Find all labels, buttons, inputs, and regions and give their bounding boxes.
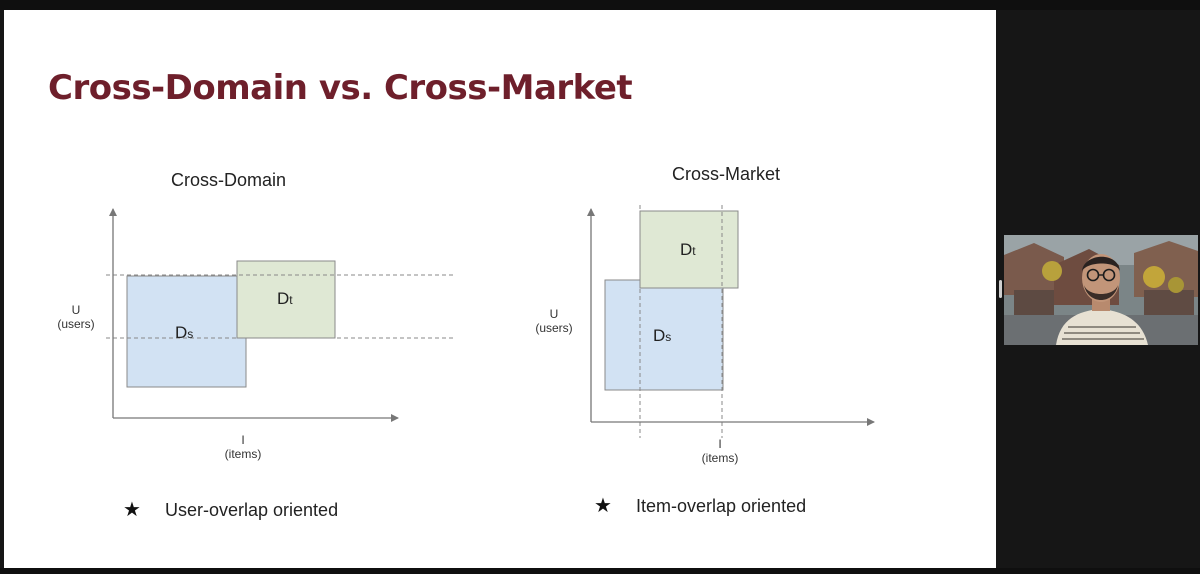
star-icon: ★ [594, 493, 612, 517]
cross-domain-target-sub: t [289, 293, 293, 307]
cross-market-target-label: Dt [680, 240, 696, 260]
cross-domain-x-axis-name: I [241, 433, 245, 447]
cross-market-target-main: D [680, 240, 693, 259]
cross-domain-y-axis-unit: (users) [57, 317, 95, 331]
cross-domain-source-label: Ds [175, 323, 193, 343]
cross-market-x-axis-name: I [718, 437, 722, 451]
cross-market-bullet: ★ Item-overlap oriented [594, 493, 806, 517]
bottom-bar [0, 568, 1200, 574]
cross-market-x-axis-unit: (items) [701, 451, 739, 465]
cross-market-source-sub: s [665, 330, 672, 344]
cross-domain-y-axis-name: U [71, 303, 81, 317]
cross-market-source-set [604, 279, 724, 391]
star-icon: ★ [123, 497, 141, 521]
top-bar [0, 0, 1200, 10]
cross-domain-source-main: D [175, 323, 188, 342]
slide-title: Cross-Domain vs. Cross-Market [48, 68, 633, 108]
cross-market-y-axis-label: U (users) [532, 307, 576, 335]
cross-domain-x-axis-unit: (items) [224, 447, 262, 461]
cross-domain-bullet-text: User-overlap oriented [165, 500, 339, 520]
overlap-diagrams [106, 205, 875, 438]
cross-market-y-axis-name: U [549, 307, 559, 321]
cross-market-bullet-text: Item-overlap oriented [636, 496, 807, 516]
cross-domain-source-sub: s [187, 327, 194, 341]
cross-market-y-axis-unit: (users) [535, 321, 573, 335]
cross-domain-y-axis-label: U (users) [54, 303, 98, 331]
participant-video-tile[interactable] [1004, 235, 1198, 345]
cross-market-source-main: D [653, 326, 666, 345]
cross-domain-x-axis-label: I (items) [216, 433, 270, 461]
cross-market-heading: Cross-Market [672, 164, 781, 184]
cross-domain-target-main: D [277, 289, 290, 308]
cross-market-x-axis-label: I (items) [693, 437, 747, 465]
panel-resize-handle[interactable] [999, 280, 1002, 298]
cross-domain-target-set [236, 260, 336, 339]
cross-domain-bullet: ★ User-overlap oriented [123, 497, 338, 521]
cross-market-target-sub: t [692, 244, 696, 258]
cross-domain-heading: Cross-Domain [171, 170, 287, 190]
cross-market-source-label: Ds [653, 326, 671, 346]
participant-video-frame [1004, 235, 1198, 345]
shared-slide: Cross-Domain vs. Cross-Market C [4, 10, 996, 568]
cross-domain-source-set [126, 275, 247, 388]
cross-domain-target-label: Dt [277, 289, 293, 309]
